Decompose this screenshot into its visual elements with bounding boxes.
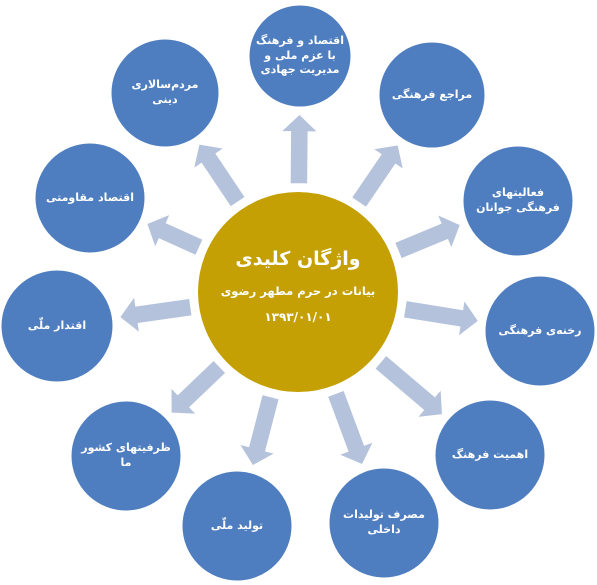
arrow-9 [118, 293, 194, 336]
node-label-7: تولید ملّی [210, 518, 264, 532]
node-circle-9 [0, 267, 116, 385]
arrow-11 [191, 142, 247, 209]
center-title: واژگان کلیدی [235, 248, 361, 270]
center-subtitle: بیانات در حرم مطهر رضوی [220, 284, 376, 298]
node-circle-7 [179, 468, 295, 584]
node-circle-6 [326, 465, 442, 581]
node-circle-8 [68, 398, 184, 514]
node-label-11: مردم‌سالاری دینی [131, 78, 199, 106]
arrow-10 [145, 212, 205, 257]
node-label-10: اقتصاد مقاومتی [45, 190, 135, 204]
node-label-9: اقتدار ملّی [27, 318, 87, 332]
arrow-6 [326, 389, 376, 466]
node-label-2: مراجع فرهنگی [391, 87, 473, 101]
center-date: ۱۳۹۳/۰۱/۰۱ [264, 310, 332, 324]
node-circle-10 [32, 140, 148, 256]
arrow-7 [237, 393, 281, 468]
arrow-4 [402, 297, 480, 339]
node-label-4: رخنه‌ی فرهنگی [498, 323, 582, 337]
node-circle-2 [376, 39, 488, 151]
node-circle-5 [432, 397, 548, 513]
arrows-layer [118, 112, 480, 468]
arrow-2 [350, 143, 405, 209]
node-circle-4 [482, 273, 597, 389]
center-text: واژگان کلیدی بیانات در حرم مطهر رضوی ۱۳۹… [203, 248, 393, 324]
arrow-8 [170, 358, 228, 416]
node-label-6: مصرف تولیدات داخلی [343, 508, 425, 536]
arrow-1 [278, 112, 321, 185]
node-label-1: اقتصاد و فرهنگ با عزم ملی و مدیریت جهادی [256, 33, 344, 77]
arrow-5 [373, 353, 444, 419]
node-label-8: ظرفیتهای کشور ما [81, 441, 171, 469]
node-circle-1 [246, 2, 354, 110]
node-circle-11 [108, 36, 222, 150]
node-label-3: فعالیتهای فرهنگی جوانان [476, 186, 560, 214]
arrow-3 [393, 212, 462, 261]
node-circle-3 [460, 143, 576, 259]
center-circle [194, 188, 402, 396]
node-label-5: اهمیت فرهنگ [451, 447, 529, 461]
